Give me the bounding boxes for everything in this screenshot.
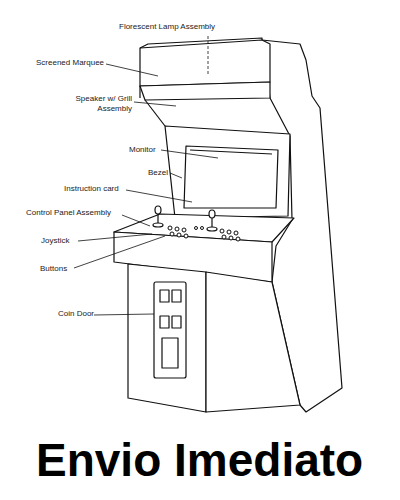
part-label: Buttons [40, 264, 67, 274]
banner-text: Envio Imediato [36, 434, 363, 486]
part-label: Coin Door [58, 309, 94, 319]
part-label: Instruction card [64, 184, 119, 194]
part-label: Florescent Lamp Assembly [119, 22, 215, 32]
part-label: Monitor [129, 145, 156, 155]
part-label: Joystick [41, 236, 69, 246]
part-label: Bezel [148, 168, 168, 178]
part-label: Speaker w/ Grill Assembly [58, 94, 132, 114]
part-label: Control Panel Assembly [26, 208, 111, 218]
part-label: Screened Marquee [36, 58, 104, 68]
